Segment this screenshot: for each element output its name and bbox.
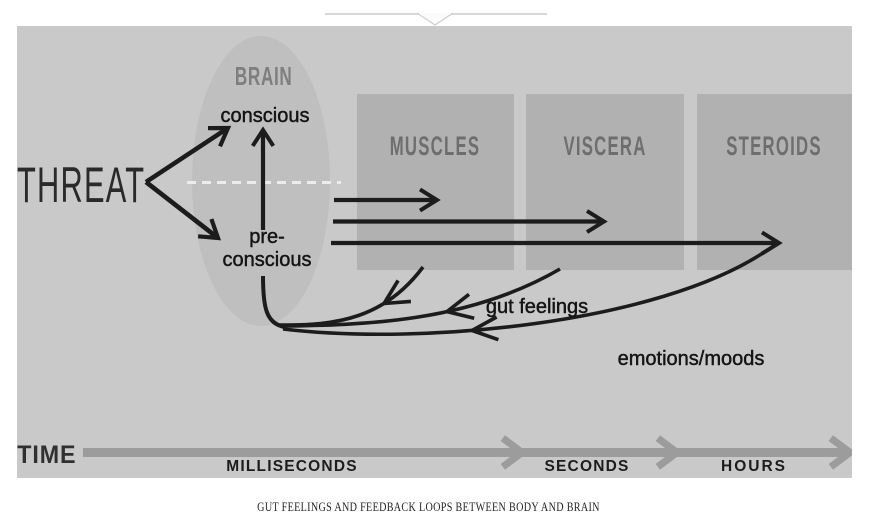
- threat-to-conscious-arrow: [144, 125, 232, 184]
- viscera-box: [526, 94, 684, 270]
- steroids-label: STEROIDS: [697, 131, 852, 162]
- chevron-down-icon[interactable]: [417, 12, 453, 26]
- feedback-curve-viscera: [279, 267, 561, 328]
- arrow-to-muscles: [334, 187, 441, 213]
- tick-hours: HOURS: [721, 458, 787, 475]
- brain-label-text: BRAIN: [235, 61, 293, 91]
- threat-label-text: THREAT: [16, 157, 146, 213]
- figure-caption-text: GUT FEELINGS AND FEEDBACK LOOPS BETWEEN …: [256, 500, 600, 514]
- conscious-label: conscious: [220, 105, 310, 127]
- time-label-text: TIME: [17, 441, 77, 469]
- viscera-label: VISCERA: [526, 131, 684, 162]
- viscera-label-text: VISCERA: [563, 131, 647, 161]
- preconscious-label: pre-conscious: [197, 226, 337, 272]
- steroids-label-text: STEROIDS: [726, 131, 823, 161]
- muscles-label: MUSCLES: [357, 131, 514, 162]
- diagram-graphics: [83, 36, 852, 470]
- preconscious-line1-text: pre-: [249, 226, 285, 248]
- tick-milliseconds: MILLISECONDS: [226, 458, 358, 475]
- black-arrows: [144, 125, 783, 342]
- time-label: TIME: [0, 441, 97, 470]
- threat-label: THREAT: [0, 156, 211, 214]
- figure-caption: GUT FEELINGS AND FEEDBACK LOOPS BETWEEN …: [0, 500, 856, 515]
- emotions-moods-label: emotions/moods: [617, 348, 765, 370]
- threat-to-preconscious-arrow: [144, 180, 222, 241]
- muscles-label-text: MUSCLES: [390, 131, 481, 161]
- time-arrow: [83, 435, 852, 470]
- brain-label: BRAIN: [194, 61, 334, 92]
- arrow-to-steroids: [331, 230, 783, 256]
- diagram-panel: [17, 26, 852, 478]
- gut-feelings-label: gut feelings: [485, 296, 589, 318]
- preconscious-line2-text: conscious: [222, 249, 312, 271]
- feedback-curve-steroids: [282, 251, 764, 342]
- preconscious-to-conscious-arrow: [251, 126, 275, 230]
- arrow-to-viscera: [333, 209, 608, 234]
- muscles-box: [357, 94, 514, 270]
- tick-seconds: SECONDS: [544, 458, 630, 475]
